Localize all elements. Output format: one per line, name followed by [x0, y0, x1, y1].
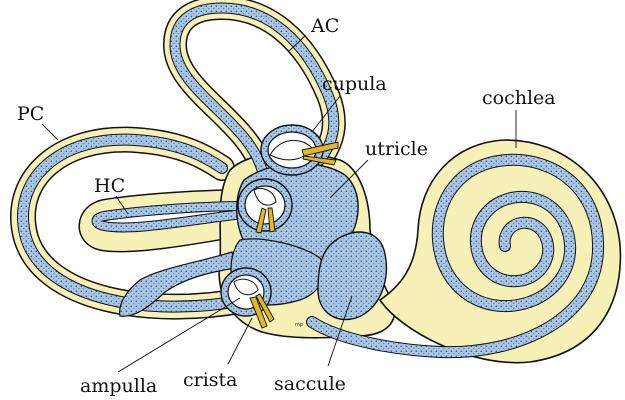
label-ampulla: ampulla	[80, 375, 157, 397]
label-cupula: cupula	[322, 73, 387, 95]
cochlea-bone	[380, 140, 620, 363]
label-cochlea: cochlea	[482, 87, 556, 109]
label-saccule: saccule	[274, 373, 346, 395]
label-utricle: utricle	[365, 138, 428, 160]
artist-mark: mp	[295, 322, 303, 328]
label-crista: crista	[183, 369, 238, 391]
leader-pc	[42, 124, 58, 140]
label-ac: AC	[310, 15, 339, 37]
label-hc: HC	[94, 175, 125, 197]
label-pc: PC	[17, 103, 44, 125]
leader-crista	[228, 318, 252, 364]
